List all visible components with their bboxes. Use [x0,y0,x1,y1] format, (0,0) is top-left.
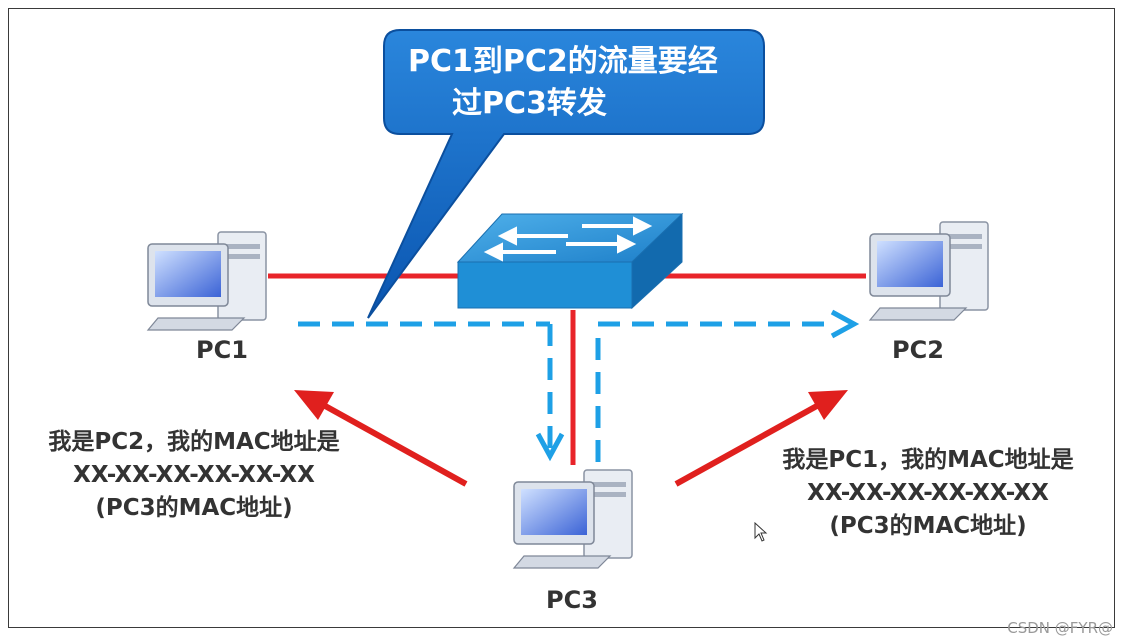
traffic-arrowhead-pc3 [535,432,565,462]
mouse-cursor-icon [754,522,768,542]
right-claim-line3: (PC3的MAC地址) [829,513,1027,539]
watermark: CSDN @FYR@ [1007,619,1113,637]
switch-icon [456,212,684,310]
callout-bubble [367,29,765,319]
pc3-label: PC3 [546,586,598,614]
pc1-computer-icon [146,231,267,331]
callout-text-line1: PC1到PC2的流量要经 [408,44,718,79]
left-claim-line2: XX-XX-XX-XX-XX-XX [73,462,315,488]
traffic-arrowhead-pc2 [830,309,860,339]
callout-text-line2: 过PC3转发 [452,86,607,121]
pc2-label: PC2 [892,336,944,364]
right-claim-line2: XX-XX-XX-XX-XX-XX [807,480,1049,506]
spoof-arrow-to-pc1 [294,390,468,487]
right-claim: 我是PC1，我的MAC地址是 XX-XX-XX-XX-XX-XX (PC3的MA… [748,444,1108,543]
links [268,273,866,465]
left-claim-line1: 我是PC2，我的MAC地址是 [48,429,340,455]
right-claim-line1: 我是PC1，我的MAC地址是 [782,447,1074,473]
left-claim-line3: (PC3的MAC地址) [95,495,293,521]
spoof-arrow-to-pc2 [674,390,848,487]
traffic-path [298,321,832,462]
left-claim: 我是PC2，我的MAC地址是 XX-XX-XX-XX-XX-XX (PC3的MA… [14,426,374,525]
pc3-computer-icon [512,469,633,569]
pc2-computer-icon [868,221,989,321]
pc1-label: PC1 [196,336,248,364]
